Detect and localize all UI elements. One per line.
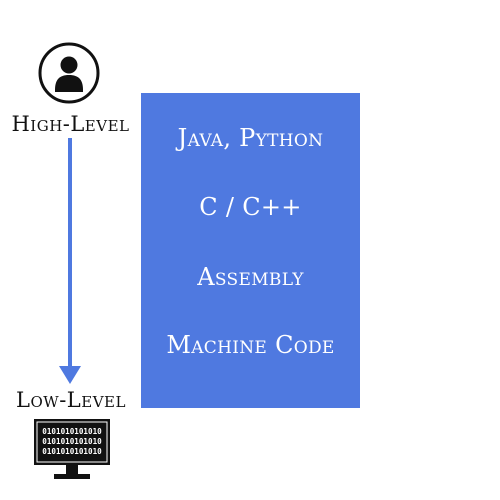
binary-line: 0101010101010 bbox=[42, 437, 102, 446]
binary-line: 0101010101010 bbox=[42, 447, 102, 456]
language-panel: Java, Python C / C++ Assembly Machine Co… bbox=[141, 93, 360, 408]
computer-monitor-icon: 0101010101010 0101010101010 010101010101… bbox=[34, 419, 110, 479]
language-item-c-cpp: C / C++ bbox=[199, 193, 302, 221]
low-level-label: Low-Level bbox=[16, 388, 126, 412]
high-level-label: High-Level bbox=[11, 112, 130, 136]
language-item-assembly: Assembly bbox=[197, 263, 304, 291]
language-item-java-python: Java, Python bbox=[177, 124, 324, 152]
binary-line: 0101010101010 bbox=[42, 427, 102, 436]
language-item-machine-code: Machine Code bbox=[166, 331, 335, 359]
down-arrow-icon bbox=[59, 138, 81, 384]
user-icon bbox=[38, 42, 100, 104]
